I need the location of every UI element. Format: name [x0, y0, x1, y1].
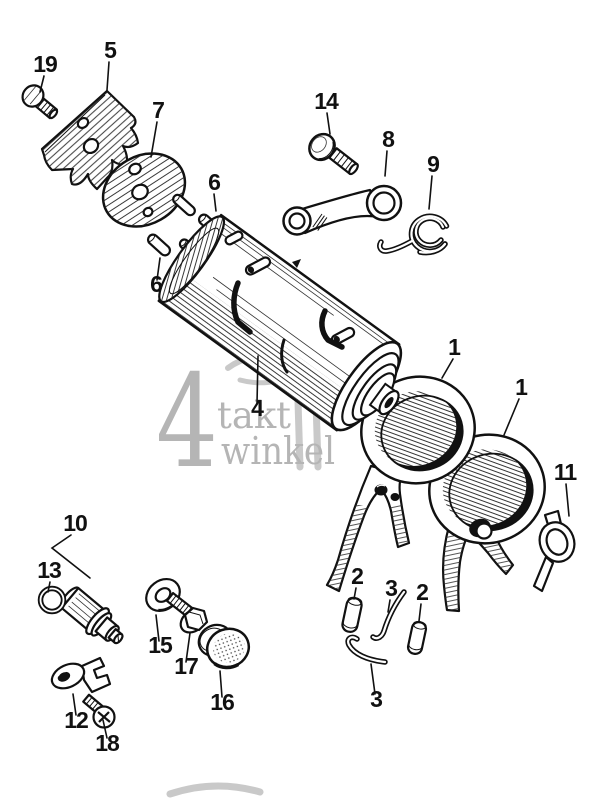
part-label-10: 10	[63, 510, 87, 536]
part-label-13: 13	[37, 557, 61, 583]
leader-line-part-3-upper	[387, 599, 391, 613]
leader-line-part-13	[47, 581, 51, 593]
guide-pin-part-2-left	[341, 596, 363, 633]
part-label-9: 9	[427, 151, 439, 177]
part-label-11: 11	[554, 459, 578, 485]
part-label-12: 12	[64, 707, 88, 733]
part-label-8: 8	[382, 126, 395, 152]
drum-cam-slots	[224, 230, 356, 374]
leader-line-part-18	[102, 719, 108, 739]
leader-line-part-2-left	[353, 587, 357, 600]
part-label-16: 16	[210, 689, 234, 715]
leader-line-part-7	[150, 121, 158, 158]
cap-part-16	[197, 623, 251, 670]
part-label-18: 18	[95, 730, 120, 756]
leader-line-part-4	[256, 355, 259, 405]
dowel-pin	[172, 193, 196, 217]
part-label-3-upper: 3	[385, 575, 397, 601]
bolt-part-17	[165, 591, 209, 634]
leader-line-part-11	[565, 483, 570, 517]
fork-web-hole	[374, 484, 388, 496]
watermark: 4 takt winkel	[156, 342, 394, 798]
bolt-part-19	[21, 84, 59, 120]
leader-line-part-10	[50, 534, 91, 579]
part-label-4: 4	[251, 395, 264, 421]
leader-line-part-12	[72, 693, 77, 716]
switch-assembly-part-10	[37, 585, 124, 645]
tab-washer-part-11	[532, 509, 576, 593]
part-label-14: 14	[314, 88, 339, 114]
part-label-6-lower: 6	[150, 271, 162, 297]
watermark-word-winkel: winkel	[221, 429, 335, 473]
part-label-15: 15	[148, 632, 173, 658]
stopper-arm-part-8	[282, 184, 403, 236]
watermark-bottom-arc	[166, 782, 264, 798]
leader-line-part-16	[219, 670, 223, 698]
watermark-big-4: 4	[156, 348, 218, 497]
leader-line-part-6-lower	[156, 257, 161, 281]
leader-line-part-9	[428, 175, 433, 210]
shift-drum-part-4	[157, 213, 403, 432]
leader-line-part-17	[185, 632, 191, 663]
fork-web-hole	[390, 493, 400, 501]
part-label-7: 7	[152, 97, 164, 123]
leader-line-part-15	[155, 614, 160, 642]
leader-line-part-1-right	[503, 398, 520, 436]
part-label-1-right: 1	[515, 374, 528, 400]
part-label-19: 19	[33, 51, 57, 77]
clamp-part-12	[50, 656, 112, 694]
leader-line-part-3-lower	[370, 663, 376, 695]
leader-line-part-14	[326, 112, 331, 135]
torsion-spring-part-9	[377, 213, 450, 256]
part-label-2-right: 2	[416, 579, 428, 605]
leader-line-part-2-right	[418, 603, 422, 622]
watermark-word-takt: takt	[217, 394, 291, 437]
wire-clip-part-3-lower	[345, 634, 388, 665]
phillips-cross-icon	[97, 711, 111, 723]
part-label-2-left: 2	[351, 563, 363, 589]
watermark-fork-line-1	[294, 397, 304, 471]
part-label-6-upper: 6	[208, 169, 220, 195]
part-label-5: 5	[104, 37, 117, 63]
leader-line-part-6-upper	[213, 193, 217, 212]
bolt-part-14	[308, 132, 359, 176]
leader-line-part-5	[106, 61, 110, 91]
part-label-3-lower: 3	[370, 686, 382, 712]
screw-part-18	[82, 693, 116, 729]
leader-line-part-1-left	[441, 358, 454, 379]
part-label-1-left: 1	[448, 334, 461, 360]
o-ring-part-13	[37, 585, 67, 615]
part-label-17: 17	[174, 653, 198, 679]
leader-line-part-8	[384, 150, 388, 177]
leader-line-part-19	[39, 75, 45, 93]
dowel-pin	[146, 233, 172, 257]
guide-pin-part-2-right	[406, 621, 428, 655]
wire-clip-part-3-upper	[370, 589, 407, 641]
